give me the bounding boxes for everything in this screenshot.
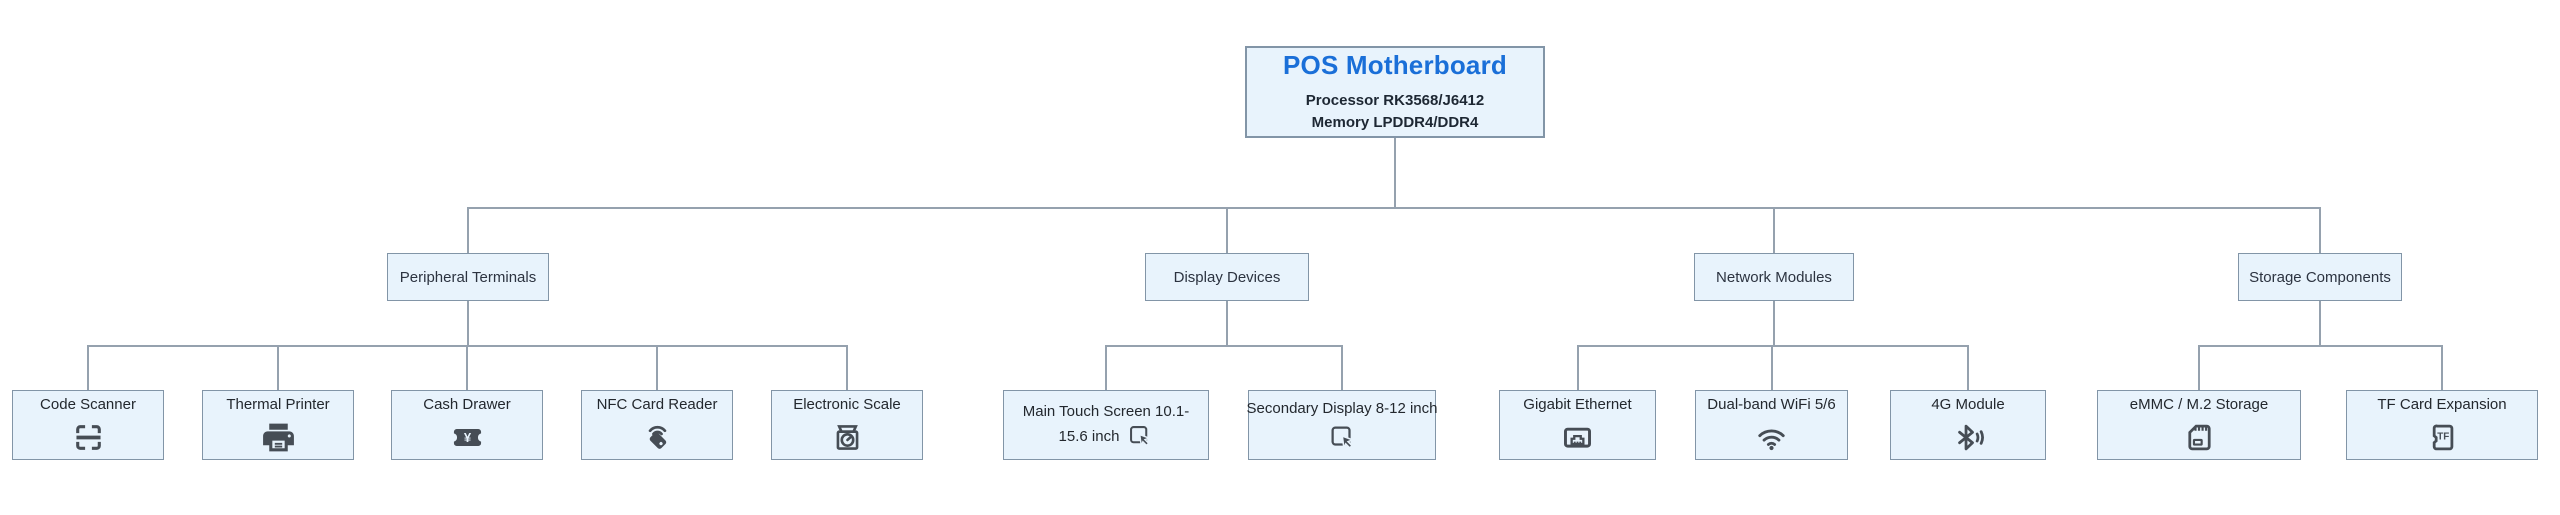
leaf-label: Gigabit Ethernet — [1523, 394, 1631, 416]
leaf-label: Electronic Scale — [793, 394, 901, 416]
node-electronic-scale: Electronic Scale — [771, 390, 923, 460]
leaf-stem-line — [2441, 346, 2443, 390]
leaf-stem-line — [87, 346, 89, 390]
level2-bus-line — [1576, 345, 1969, 347]
leaf-stem-line — [1770, 346, 1773, 390]
branch-down-line — [1773, 301, 1775, 346]
leaf-label: 15.6 inch — [1059, 422, 1154, 449]
root-subtitle-memory: Memory LPDDR4/DDR4 — [1311, 114, 1479, 131]
node-cash-drawer: Cash Drawer ¥ — [391, 390, 543, 460]
branch-down-line — [2319, 301, 2321, 346]
root-node-pos-motherboard: POS Motherboard Processor RK3568/J6412 M… — [1245, 46, 1545, 138]
branch-stem-line — [2319, 208, 2321, 253]
node-gigabit-ethernet: Gigabit Ethernet — [1499, 390, 1656, 460]
tf-card-icon: TF — [2424, 419, 2461, 456]
root-title: POS Motherboard — [1282, 50, 1507, 81]
leaf-label-text: 4G Module — [1931, 396, 2005, 414]
leaf-label: NFC Card Reader — [597, 394, 718, 416]
branch-label: Display Devices — [1173, 268, 1281, 286]
branch-label: Network Modules — [1716, 268, 1832, 286]
leaf-label-text: Dual-band WiFi 5/6 — [1707, 396, 1836, 414]
branch-network-modules: Network Modules — [1694, 253, 1854, 301]
level2-bus-line — [1105, 345, 1343, 347]
branch-down-line — [467, 301, 469, 346]
thermal-printer-icon — [260, 419, 297, 456]
level2-bus-line — [2198, 345, 2443, 347]
branch-down-line — [1226, 301, 1228, 346]
leaf-stem-line — [1105, 346, 1107, 390]
svg-text:¥: ¥ — [463, 430, 471, 445]
branch-label: Storage Components — [2249, 268, 2391, 286]
leaf-label: eMMC / M.2 Storage — [2130, 394, 2268, 416]
branch-stem-line — [1773, 208, 1775, 253]
leaf-label-text: 15.6 inch — [1058, 428, 1120, 446]
leaf-stem-line — [1967, 346, 1969, 390]
leaf-label-text: NFC Card Reader — [596, 396, 718, 414]
leaf-stem-line — [1576, 346, 1579, 390]
sd-card-icon — [2181, 419, 2218, 456]
leaf-label-text: Cash Drawer — [423, 396, 511, 414]
bluetooth-signal-icon — [1950, 419, 1987, 456]
root-subtitle-processor: Processor RK3568/J6412 — [1305, 92, 1485, 110]
electronic-scale-icon — [829, 419, 866, 456]
leaf-stem-line — [656, 346, 658, 390]
leaf-label-text: Gigabit Ethernet — [1523, 396, 1632, 414]
touch-pointer-icon — [1327, 422, 1357, 452]
leaf-label: Dual-band WiFi 5/6 — [1707, 394, 1835, 416]
svg-text:TF: TF — [2437, 432, 2449, 443]
node-thermal-printer: Thermal Printer — [202, 390, 354, 460]
leaf-label-text: eMMC / M.2 Storage — [2129, 396, 2269, 414]
branch-stem-line — [1226, 208, 1228, 253]
branch-display-devices: Display Devices — [1145, 253, 1309, 301]
leaf-label-text: TF Card Expansion — [2377, 396, 2507, 414]
cash-drawer-icon: ¥ — [449, 419, 486, 456]
branch-peripheral-terminals: Peripheral Terminals — [387, 253, 549, 301]
leaf-label: TF Card Expansion — [2377, 394, 2506, 416]
branch-storage-components: Storage Components — [2238, 253, 2402, 301]
leaf-stem-line — [1341, 346, 1343, 390]
leaf-label: Cash Drawer — [423, 394, 511, 416]
leaf-label-text: Code Scanner — [40, 396, 136, 414]
leaf-stem-line — [2198, 346, 2200, 390]
node-dual-band-wifi: Dual-band WiFi 5/6 — [1695, 390, 1848, 460]
ethernet-port-icon — [1559, 419, 1596, 456]
leaf-label: Secondary Display 8-12 inch — [1247, 398, 1438, 420]
leaf-label-text: Electronic Scale — [793, 396, 901, 414]
code-scanner-icon — [70, 419, 107, 456]
leaf-label: Code Scanner — [40, 394, 136, 416]
node-code-scanner: Code Scanner — [12, 390, 164, 460]
leaf-label: Thermal Printer — [226, 394, 329, 416]
node-secondary-display: Secondary Display 8-12 inch — [1247, 390, 1438, 460]
branch-stem-line — [467, 208, 469, 253]
leaf-stem-line — [277, 346, 279, 390]
leaf-label-text: Thermal Printer — [226, 396, 330, 414]
node-main-touch-screen: Main Touch Screen 10.1- 15.6 inch — [1003, 390, 1209, 460]
leaf-stem-line — [846, 346, 848, 390]
wifi-icon — [1753, 419, 1790, 456]
node-nfc-card-reader: NFC Card Reader — [581, 390, 733, 460]
node-4g-module: 4G Module — [1890, 390, 2046, 460]
nfc-card-reader-icon — [639, 419, 676, 456]
level1-bus-line — [467, 207, 2321, 209]
branch-label: Peripheral Terminals — [399, 268, 537, 286]
touch-pointer-icon — [1126, 422, 1153, 449]
leaf-label: Main Touch Screen 10.1- — [1023, 401, 1190, 423]
root-stem-line — [1394, 138, 1396, 208]
leaf-stem-line — [466, 346, 468, 390]
node-emmc-m2-storage: eMMC / M.2 Storage — [2097, 390, 2301, 460]
leaf-label: 4G Module — [1931, 394, 2004, 416]
leaf-label-text: Secondary Display 8-12 inch — [1246, 399, 1438, 417]
leaf-label-text: Main Touch Screen 10.1- — [1022, 402, 1190, 420]
